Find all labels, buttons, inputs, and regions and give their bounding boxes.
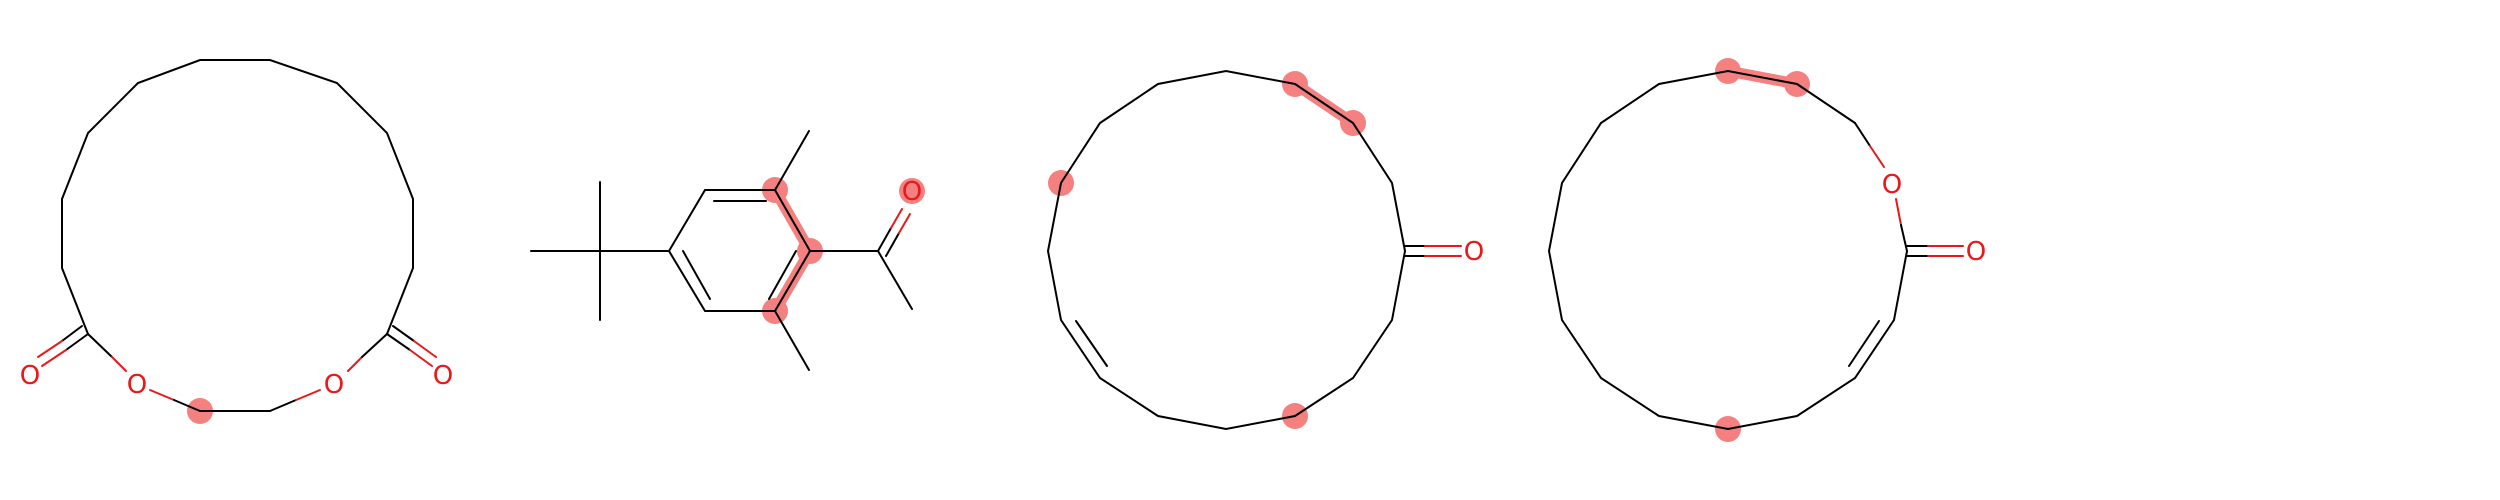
aromatic-inner-bond: [768, 250, 797, 300]
carbonyl-bond: [885, 232, 900, 257]
bond-c-o: [1854, 122, 1871, 147]
oxygen-label: O: [127, 370, 147, 400]
methyl-bond: [774, 130, 810, 191]
ring-backbone: [1547, 69, 1908, 431]
carbonyl-bond: [37, 340, 63, 358]
alkene-inner-bond: [1075, 320, 1108, 367]
bond-o-c: [347, 356, 363, 372]
highlight-atom-2: [899, 178, 925, 204]
methyl-bond: [774, 310, 810, 371]
bond-c-o: [111, 356, 127, 372]
oxygen-label: O: [902, 177, 922, 207]
aromatic-inner-bond: [682, 250, 711, 300]
molecule-3: O: [1046, 69, 1484, 431]
carbonyl-bond: [386, 333, 411, 351]
carbonyl-bond: [409, 349, 433, 367]
carbonyl-bond: [877, 227, 892, 252]
ring-backbone: [1046, 69, 1407, 431]
carbonyl-bond: [392, 325, 415, 342]
carbonyl-bond: [65, 333, 89, 351]
carbonyl-bond: [898, 213, 911, 234]
carbonyl-bond: [890, 208, 903, 229]
carbonyl-bond: [61, 325, 83, 342]
ring-backbone: [61, 59, 414, 335]
bond-o-c: [149, 389, 175, 401]
oxygen-label: O: [1464, 237, 1484, 267]
carbonyl-bond: [413, 340, 437, 358]
bond-o-c: [1895, 198, 1902, 226]
bond-o-c: [1900, 224, 1908, 252]
bond-c-o: [269, 399, 297, 412]
bond-c-o: [1869, 145, 1885, 168]
bond-o-c: [361, 333, 388, 358]
oxygen-label: O: [20, 361, 40, 391]
molecule-2: O: [530, 130, 925, 371]
molecule-4: O O: [1547, 58, 1986, 442]
alkene-inner-bond: [1848, 320, 1880, 367]
oxygen-label: O: [433, 361, 453, 391]
molecule-1: O O O O: [20, 59, 453, 424]
bond-c-o: [87, 333, 113, 358]
bond-o-c: [173, 399, 201, 412]
bond-c-o: [295, 389, 321, 401]
oxygen-label: O: [1882, 170, 1902, 200]
oxygen-label: O: [324, 370, 344, 400]
acetyl-bond: [877, 250, 913, 310]
carbonyl-bond: [41, 349, 67, 367]
oxygen-label: O: [1966, 237, 1986, 267]
